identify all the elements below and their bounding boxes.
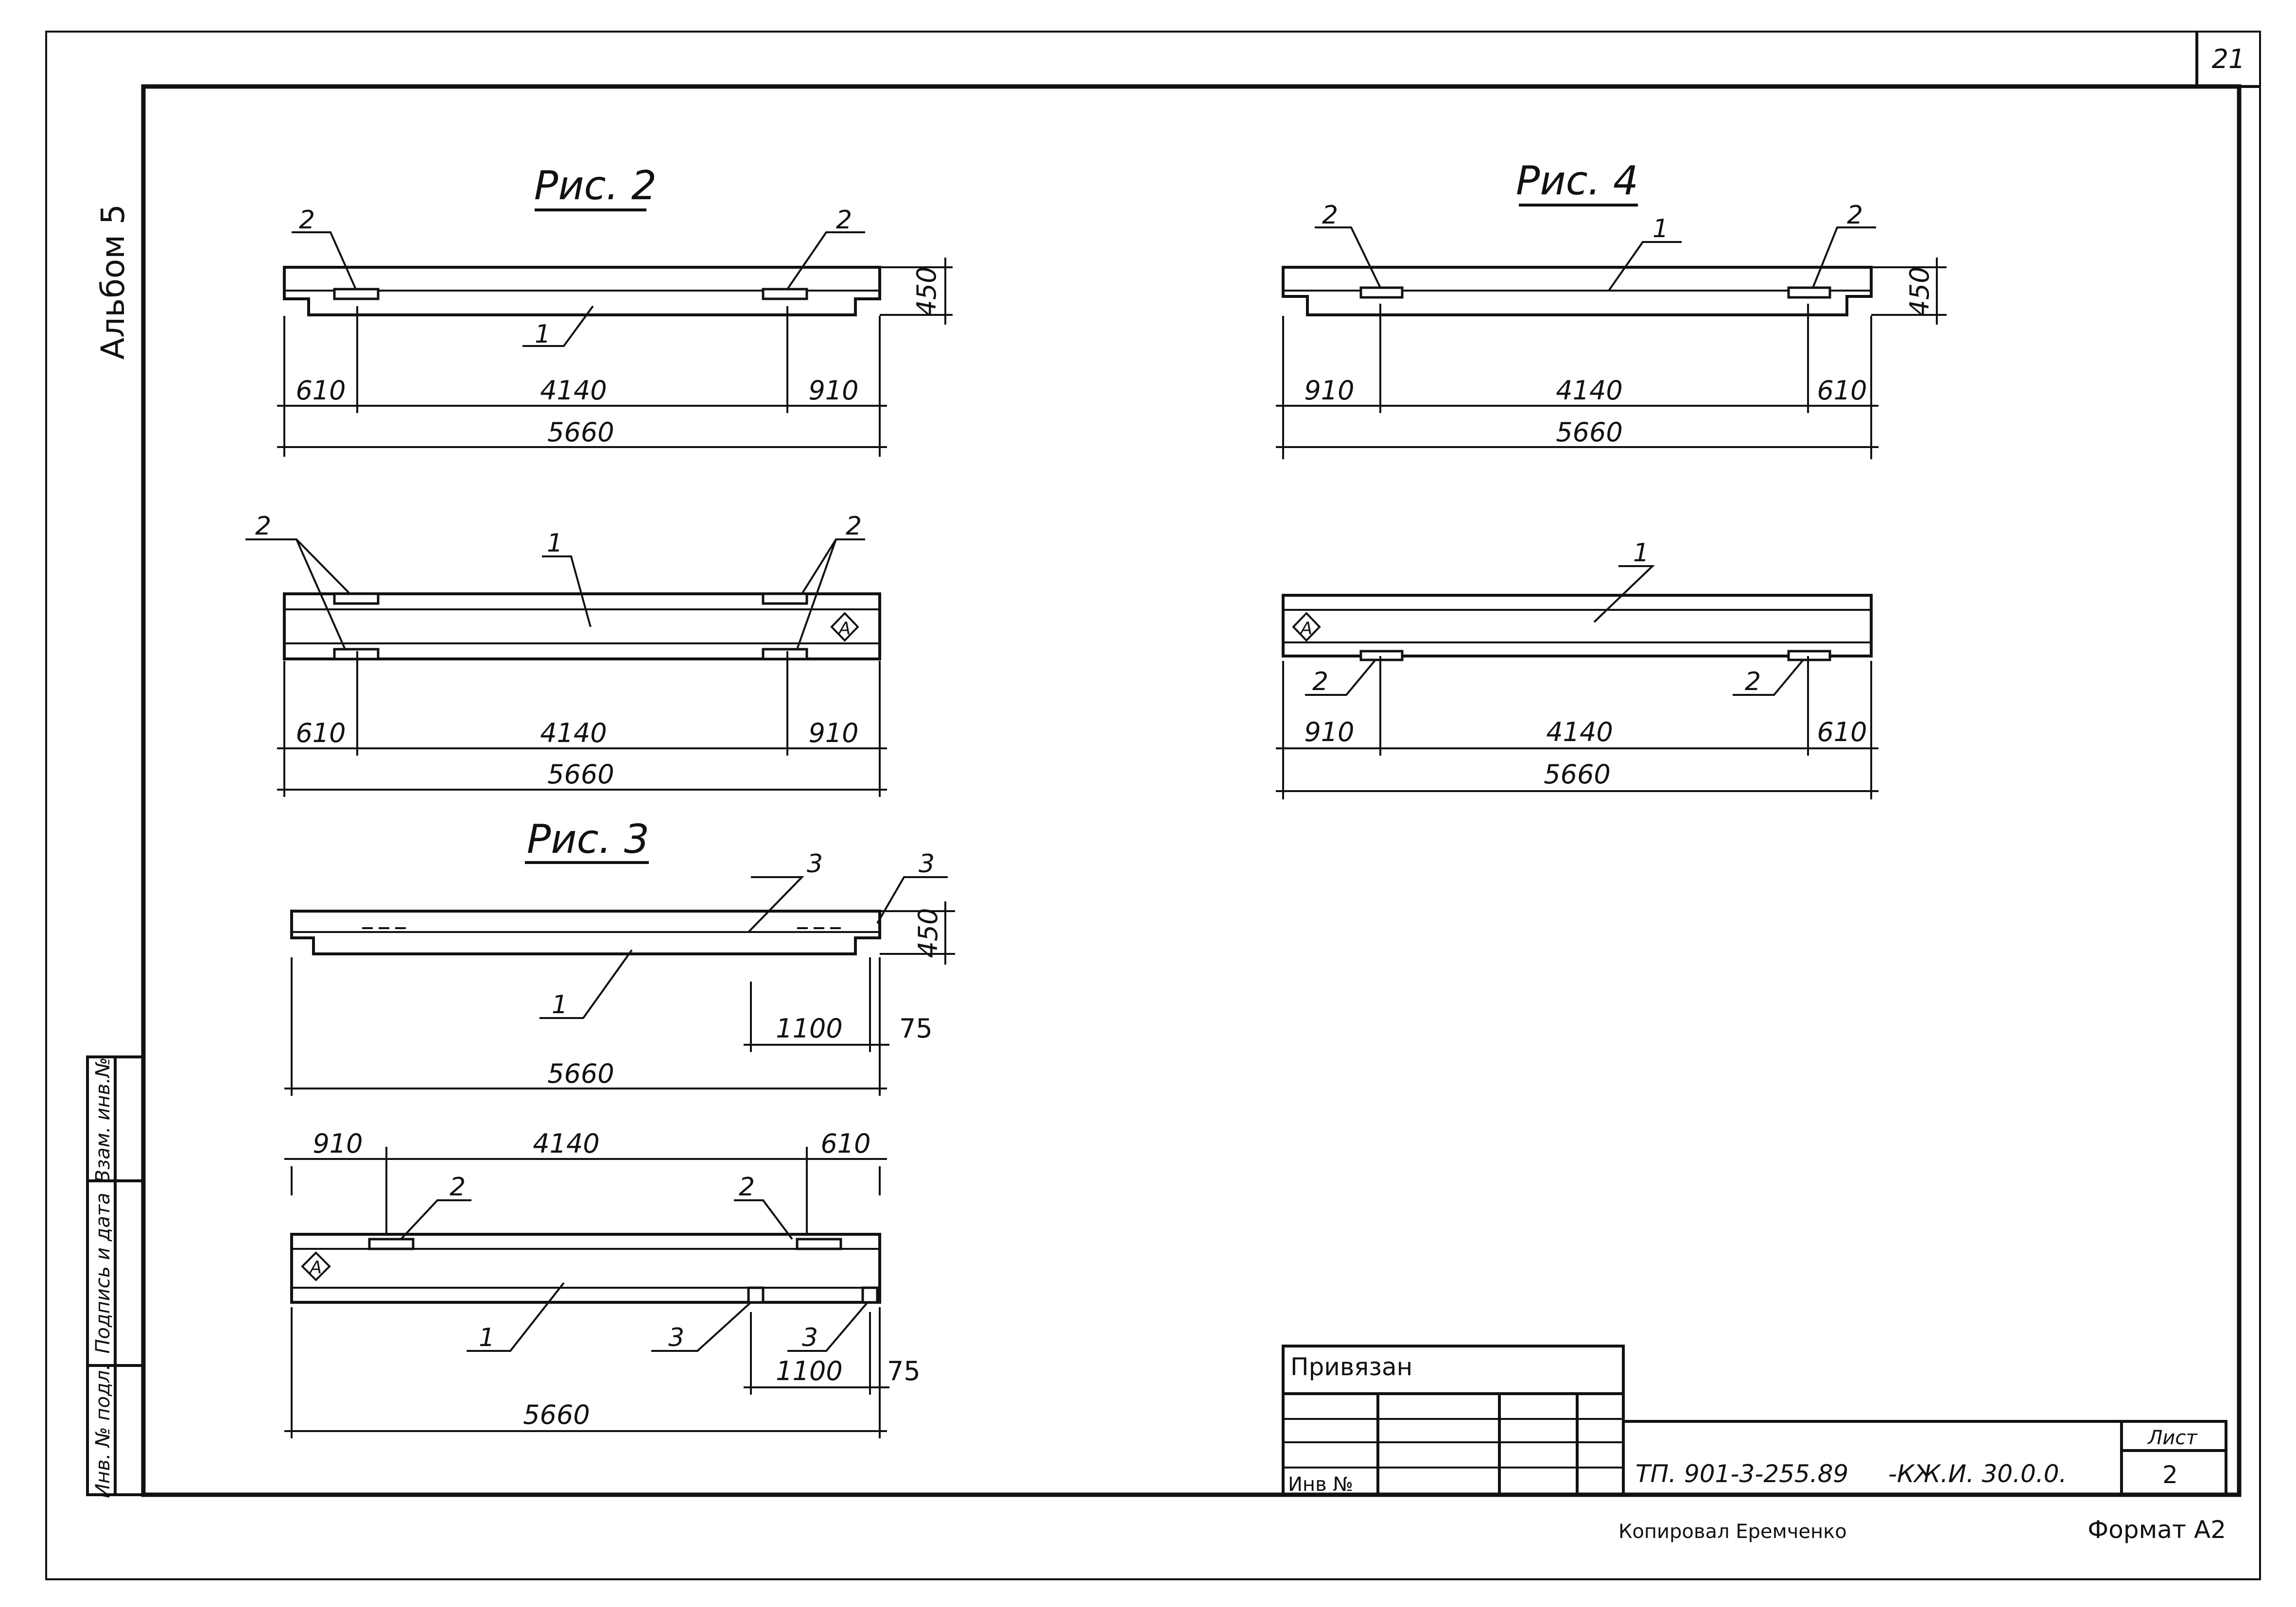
title-block-sheet-label: Лист <box>2147 1427 2198 1449</box>
fig2-label-rod: 1 <box>535 320 551 349</box>
fig4-plan-label-rod: 1 <box>1633 538 1649 568</box>
album-label: Альбом 5 <box>94 204 132 360</box>
fig4-height: 450 <box>1904 266 1935 316</box>
title-block-doc: -КЖ.И. 30.0.0. <box>1888 1460 2067 1488</box>
fig2-label-plate-left: 2 <box>299 206 315 235</box>
figure-4-title: Рис. 4 <box>1516 158 1638 204</box>
fig3-label-support-b: 3 <box>919 849 935 879</box>
fig4-plan-mark <box>1292 612 1321 642</box>
fig2-dim-right: 910 <box>808 375 858 406</box>
fig2-plan-beam <box>283 592 881 660</box>
fig3-plan-mark <box>301 1251 331 1281</box>
title-block: Привязан Инв № ТП. 901-3-255.89 -КЖ.И. 3… <box>1282 1345 2227 1544</box>
fig2-plan-dim-left: 610 <box>296 718 346 748</box>
fig3-plan-dim-support: 1100 <box>776 1356 842 1386</box>
fig3-plan-label-support-a: 3 <box>668 1323 684 1352</box>
fig2-dim-mid: 4140 <box>540 375 607 406</box>
fig3-plan-label-plate-left: 2 <box>450 1173 466 1202</box>
fig3-total: 5660 <box>547 1058 614 1089</box>
fig4-plan-beam <box>1282 594 1873 657</box>
fig4-dim-right: 610 <box>1817 375 1867 406</box>
side-stamp-replace: Взам. инв.№ <box>92 1057 114 1183</box>
fig4-plan-dim-mid: 4140 <box>1546 717 1613 747</box>
outer-trim-line <box>45 31 2261 1580</box>
fig4-dim-left: 910 <box>1304 375 1354 406</box>
fig3-plan-total: 5660 <box>523 1400 590 1430</box>
fig4-total: 5660 <box>1556 417 1622 448</box>
fig4-plan-label-plate-left: 2 <box>1312 667 1328 696</box>
title-block-format: Формат А2 <box>2087 1516 2226 1544</box>
side-stamp-inv: Инв. № подл. <box>92 1364 114 1498</box>
fig3-dim-support: 1100 <box>776 1013 842 1044</box>
fig3-label-support-a: 3 <box>807 849 823 879</box>
fig4-label-rod: 1 <box>1652 214 1669 243</box>
fig3-height: 450 <box>913 908 943 958</box>
figure-4: Рис. 4 2 2 1 450 910 4140 610 5660 А 1 2… <box>1276 158 1947 799</box>
figure-2: Рис. 2 2 2 1 450 610 4140 910 5660 А <box>245 163 953 797</box>
figure-3-title: Рис. 3 <box>527 816 649 863</box>
fig4-plan-total: 5660 <box>1544 759 1610 790</box>
fig3-dim-edge: 75 <box>899 1013 933 1044</box>
title-block-sheet-no: 2 <box>2162 1461 2178 1489</box>
drawing-frame <box>141 84 2242 1497</box>
fig2-plan-total: 5660 <box>547 759 614 790</box>
fig3-plan-label-support-b: 3 <box>802 1323 818 1352</box>
fig2-plan-dim-mid: 4140 <box>540 718 607 748</box>
fig2-label-plate-right: 2 <box>836 206 852 235</box>
fig4-elevation-beam <box>1282 266 1873 316</box>
fig3-plan-beam <box>290 1233 881 1304</box>
title-block-code: ТП. 901-3-255.89 <box>1635 1460 1848 1488</box>
fig3-plan-mark-letter: А <box>309 1258 322 1278</box>
fig3-plan-dim-right: 610 <box>820 1128 870 1159</box>
fig3-label-rod: 1 <box>552 990 568 1019</box>
fig3-plan-label-rod: 1 <box>479 1323 495 1352</box>
fig3-plan-dim-left: 910 <box>313 1128 363 1159</box>
fig2-height: 450 <box>911 266 942 316</box>
side-stamp-sign: Подпись и дата <box>92 1192 114 1353</box>
fig2-plan-mark-letter: А <box>838 619 851 639</box>
figure-3: Рис. 3 3 3 1 450 1100 75 5660 910 4140 6… <box>284 816 955 1438</box>
fig2-total: 5660 <box>547 417 614 448</box>
fig4-plan-dim-right: 610 <box>1817 717 1867 747</box>
title-block-inv-no: Инв № <box>1288 1473 1353 1496</box>
fig3-plan-dim-edge: 75 <box>887 1356 921 1386</box>
page-number-box <box>2195 32 2260 88</box>
fig4-plan-label-plate-right: 2 <box>1745 667 1761 696</box>
fig4-plan-dim-left: 910 <box>1304 717 1354 747</box>
fig3-plan-dim-mid: 4140 <box>533 1128 599 1159</box>
fig2-plan-label-plate-right: 2 <box>846 512 862 541</box>
fig3-plan-label-plate-right: 2 <box>739 1173 755 1202</box>
title-block-privyazan: Привязан <box>1290 1353 1412 1381</box>
fig2-plan-dim-right: 910 <box>808 718 858 748</box>
fig2-plan-label-plate-left: 2 <box>255 512 271 541</box>
fig2-plan-mark <box>830 612 859 642</box>
fig4-dim-mid: 4140 <box>1556 375 1622 406</box>
page-number: 21 <box>2212 44 2245 74</box>
figure-2-title: Рис. 2 <box>534 163 657 209</box>
title-block-copied: Копировал Еремченко <box>1618 1521 1847 1543</box>
fig4-label-plate-left: 2 <box>1322 201 1338 230</box>
fig2-dim-left: 610 <box>296 375 346 406</box>
fig4-plan-mark-letter: А <box>1300 619 1313 639</box>
fig2-elevation-beam <box>283 266 881 316</box>
side-stamp: Инв. № подл. Подпись и дата Взам. инв.№ <box>86 1055 145 1498</box>
fig4-label-plate-right: 2 <box>1847 201 1863 230</box>
fig2-plan-label-rod: 1 <box>547 529 563 558</box>
